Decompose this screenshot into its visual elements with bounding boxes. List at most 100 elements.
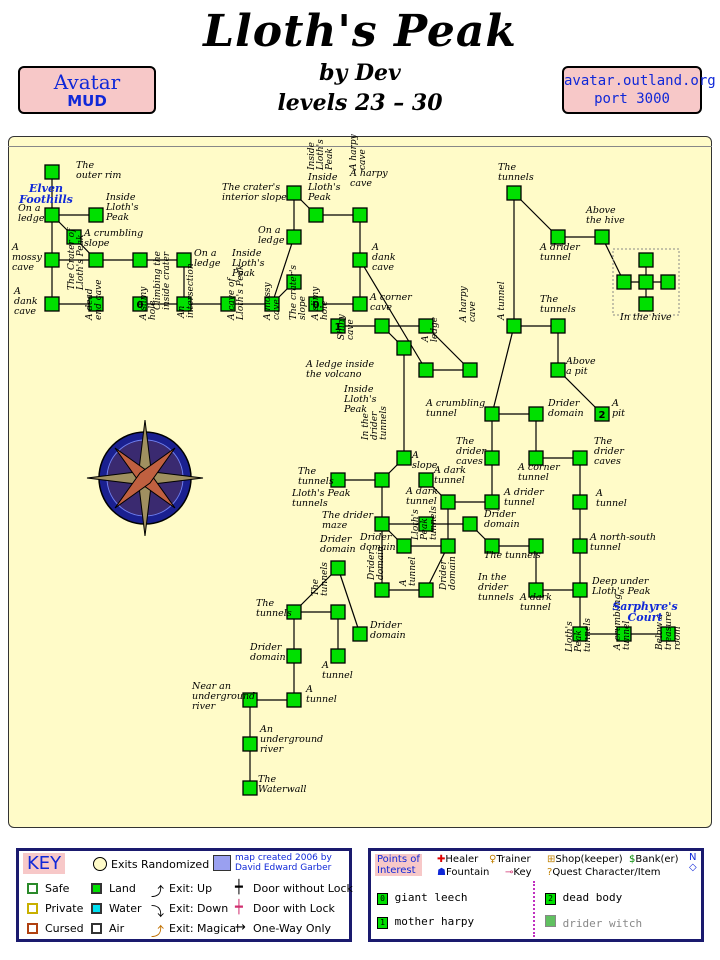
points-of-interest: Points of Interest ✚Healer ♀Trainer ⊞Sho… (368, 848, 704, 942)
banner-mud-text: MUD (67, 92, 107, 110)
map-title: Lloth's Peak (203, 6, 517, 57)
room-r74 (242, 692, 258, 708)
exit-line (271, 236, 295, 305)
room-r48 (330, 472, 346, 488)
vertical-label-v11: A harpycave (349, 133, 368, 171)
poi-key-label: Key (513, 867, 532, 878)
room-r18 (286, 229, 302, 245)
poi-quest: ?Quest Character/Item (547, 867, 661, 878)
key-credit-1: map created 2006 by (235, 853, 332, 863)
vertical-label-v5: Anintersection (177, 263, 196, 319)
room-r29 (506, 185, 522, 201)
room-r64 (528, 582, 544, 598)
room-r34 (550, 362, 566, 378)
vertical-label-text: A harpycave (459, 285, 478, 323)
room-r53 (374, 516, 390, 532)
room-r38 (660, 274, 676, 290)
room-r47 (418, 472, 434, 488)
vertical-label-v12: Shinycave (337, 313, 356, 340)
poi-bank: $Bank(er) (629, 854, 679, 865)
vertical-label-v15: A tunnel (497, 281, 507, 321)
exit-down-icon: ⤵ (151, 905, 165, 920)
trainer-icon: ♀ (489, 854, 497, 865)
room-r19 (286, 274, 302, 290)
poi-title-2: Interest (377, 865, 416, 876)
room-r61 (330, 560, 346, 576)
vertical-label-v10: InsideLloth'sPeak (307, 139, 335, 171)
room-r39 (594, 406, 610, 422)
poi-key: ⊸Key (505, 867, 532, 878)
vertical-label-text: Lloth'sPeaktunnels (411, 506, 439, 541)
room-r43 (484, 450, 500, 466)
room-r10 (176, 296, 192, 312)
banner-avatar-text: Avatar (53, 70, 121, 94)
key-icon: ⊸ (505, 867, 514, 878)
room-r7 (132, 252, 148, 268)
map-key: KEY Exits Randomized map created 2006 by… (16, 848, 353, 942)
vertical-label-text: Driderdomain (367, 546, 386, 581)
room-r42 (528, 406, 544, 422)
vertical-label-text: Shinycave (337, 313, 356, 340)
vertical-label-text: Anintersection (177, 263, 196, 319)
poi-title: Points of Interest (375, 854, 422, 876)
room-r8 (176, 252, 192, 268)
room-r11 (220, 296, 236, 312)
vertical-label-v8: The crater'sslope (289, 265, 308, 320)
key-exit-up: Exit: Up (169, 882, 213, 895)
key-exit-magical: Exit: Magical (169, 922, 240, 935)
room-r26 (396, 340, 412, 356)
room-r55 (462, 516, 478, 532)
poi-text-drider-witch: drider witch (562, 917, 643, 930)
room-r25 (418, 318, 434, 334)
room-r33 (550, 318, 566, 334)
room-r57 (440, 538, 456, 554)
room-r41 (484, 406, 500, 422)
vertical-label-text: A slimyhole (311, 286, 330, 321)
server-banner: avatar.outland.org port 3000 (562, 66, 716, 114)
map-scroll-icon (213, 855, 231, 871)
poi-shop-label: Shop(keeper) (555, 854, 623, 865)
vertical-label-v1: The Crater ofLloth's Peak (67, 227, 86, 291)
room-r58 (484, 538, 500, 554)
parchment-curl (8, 136, 712, 147)
poi-item-dead-body: 2 dead body (545, 891, 622, 905)
poi-trainer-label: Trainer (496, 854, 531, 865)
room-r13 (44, 296, 60, 312)
room-r31 (594, 229, 610, 245)
air-swatch (91, 923, 102, 934)
vertical-label-text: A crumblingtunnel (613, 594, 632, 651)
room-r73 (330, 648, 346, 664)
room-r46 (396, 450, 412, 466)
vertical-label-v2: A deadend cave (85, 279, 104, 321)
room-badge: 1 (335, 322, 342, 333)
vertical-label-v14: A harpycave (459, 285, 478, 323)
room-r15 (286, 185, 302, 201)
room-r49 (374, 472, 390, 488)
poi-healer-label: Healer (445, 854, 479, 865)
room-r51 (484, 494, 500, 510)
room-r2 (44, 207, 60, 223)
room-r66 (286, 604, 302, 620)
room-r63 (418, 582, 434, 598)
poi-fountain-label: Fountain (445, 867, 490, 878)
poi-item-mother-harpy: 1 mother harpy (377, 915, 474, 929)
key-land: Land (109, 882, 136, 895)
room-r21 (352, 296, 368, 312)
